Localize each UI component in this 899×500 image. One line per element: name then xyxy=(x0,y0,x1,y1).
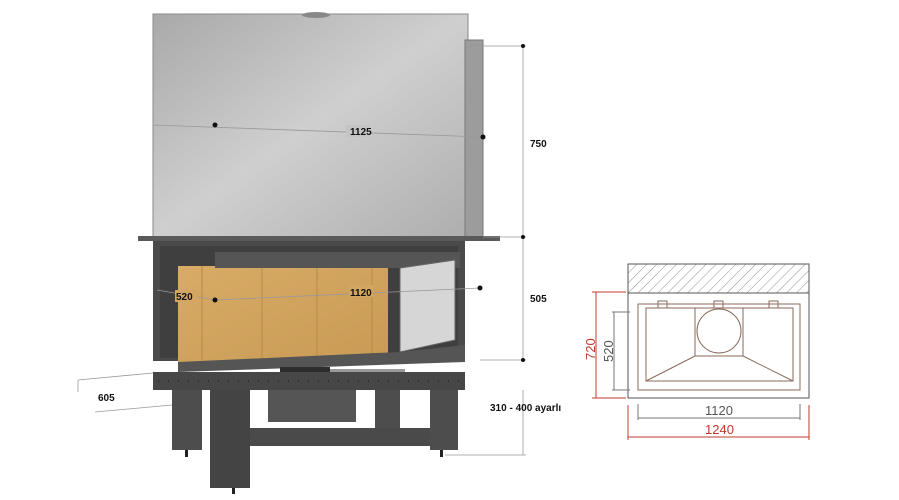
base-depth-label: 605 xyxy=(98,393,115,404)
firebox-width-label: 1120 xyxy=(350,288,372,299)
plan-inner-width-label: 1120 xyxy=(705,403,733,418)
air-control-handle xyxy=(330,369,405,372)
lintel xyxy=(215,252,460,268)
firebrick-lining xyxy=(178,266,388,362)
hood-width-label: 1125 xyxy=(350,127,372,138)
dimension-points xyxy=(212,44,525,362)
plan-dimension-lines xyxy=(592,291,810,440)
hood-height-label: 750 xyxy=(530,139,547,150)
flange xyxy=(138,236,500,241)
stand xyxy=(172,390,458,494)
ash-box xyxy=(268,390,356,422)
plan-drawing xyxy=(627,263,810,399)
firebox xyxy=(153,241,465,390)
plan-outer-depth-label: 720 xyxy=(583,338,598,360)
flue-opening xyxy=(302,12,330,18)
firebox-height-label: 505 xyxy=(530,294,547,305)
side-glass xyxy=(399,259,456,353)
leg-height-label: 310 - 400 ayarlı xyxy=(490,403,561,414)
firebox-depth-label: 520 xyxy=(176,292,193,303)
plan-inner-depth-label: 520 xyxy=(601,340,616,362)
plan-outer-width-label: 1240 xyxy=(705,422,734,437)
hood xyxy=(152,12,484,238)
